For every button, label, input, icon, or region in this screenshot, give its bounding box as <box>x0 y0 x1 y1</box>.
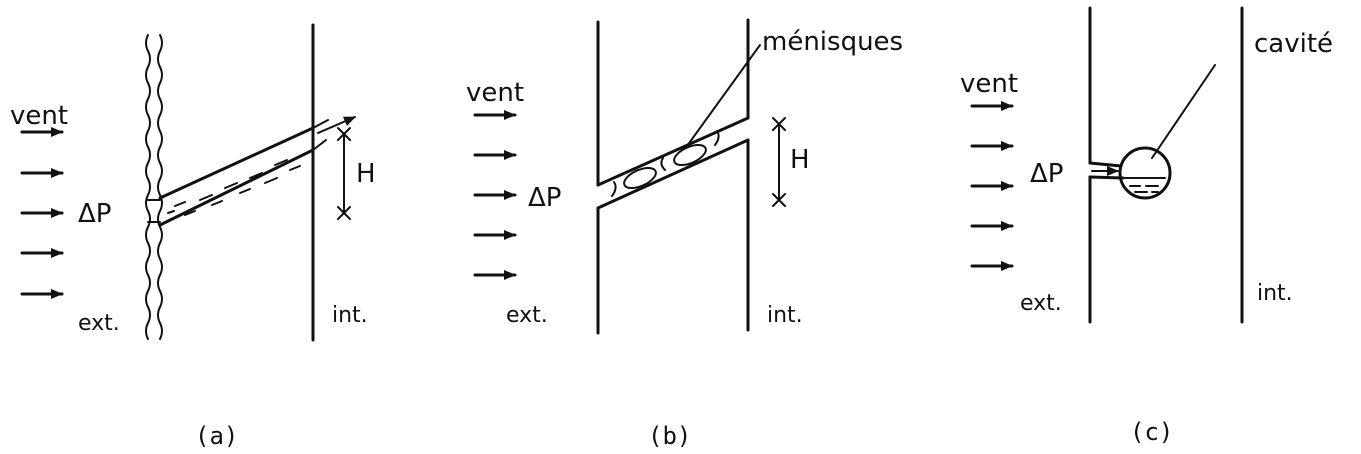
caption-a: (a) <box>195 422 238 450</box>
cavity-label: cavité <box>1254 29 1333 59</box>
pressure-label-c: ΔP <box>1030 159 1063 189</box>
height-dimension-a <box>337 127 351 220</box>
porous-exterior-wall-a <box>145 34 163 340</box>
interior-label-a: int. <box>332 303 368 328</box>
exterior-label-c: ext. <box>1020 291 1062 316</box>
interior-label-c: int. <box>1257 281 1293 306</box>
menisci-label: ménisques <box>762 27 903 57</box>
height-label-b: H <box>790 145 810 175</box>
wind-arrows-a <box>20 127 64 299</box>
wind-label-a: vent <box>10 101 68 131</box>
menisci-leader <box>686 44 761 147</box>
exterior-label-b: ext. <box>506 303 548 328</box>
panel-a: vent ΔP ext. <box>10 23 376 450</box>
pressure-label-a: ΔP <box>78 199 111 229</box>
cavity-c <box>1118 146 1172 200</box>
crack-with-menisci-b <box>596 116 750 210</box>
height-label-a: H <box>356 159 376 189</box>
panel-c: vent ΔP ext. cavité int. (c) <box>960 6 1333 446</box>
pressure-label-b: ΔP <box>528 183 561 213</box>
wind-label-c: vent <box>960 69 1018 99</box>
exterior-label-a: ext. <box>78 311 120 336</box>
interior-label-b: int. <box>767 303 803 328</box>
caption-b: (b) <box>648 422 691 450</box>
wind-label-b: vent <box>466 78 524 108</box>
height-dimension-b <box>772 117 786 207</box>
wind-arrows-c <box>970 101 1014 271</box>
wind-arrows-b <box>473 110 517 280</box>
caption-c: (c) <box>1130 418 1173 446</box>
water-crack-a <box>147 116 356 227</box>
channel-c <box>1088 161 1125 180</box>
cavity-leader <box>1151 64 1216 159</box>
panel-b: vent ΔP ext. ménisques H int <box>466 18 903 450</box>
